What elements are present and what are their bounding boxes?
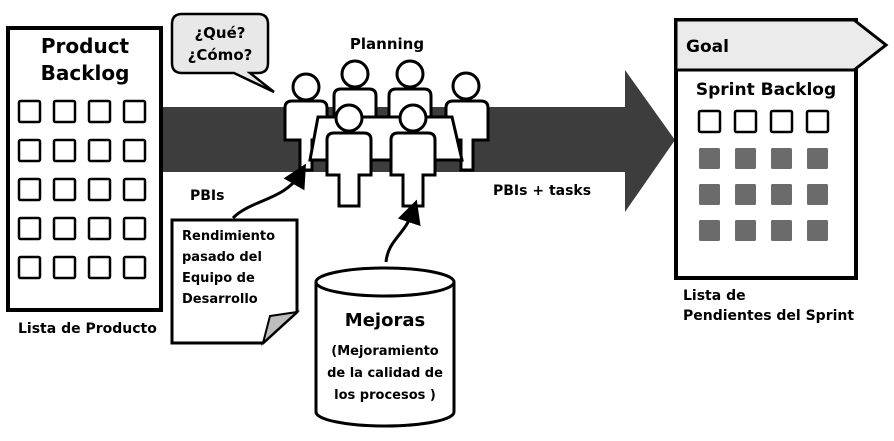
sprint-backlog-title: Sprint Backlog (696, 80, 836, 100)
sprint-task-item (699, 148, 720, 169)
sprint-backlog-items (697, 109, 830, 241)
product-backlog-item (17, 216, 42, 241)
planning-team (283, 59, 490, 208)
note-line1: Rendimiento (182, 229, 275, 244)
sprint-backlog: Goal Sprint Backlog Lista de Pendientes … (674, 18, 889, 324)
product-backlog-item (52, 255, 77, 280)
product-backlog-item (52, 177, 77, 202)
database-title: Mejoras (345, 310, 425, 331)
speech-bubble: ¿Qué? ¿Cómo? (170, 12, 275, 94)
sprint-task-item (807, 184, 828, 205)
goal-banner (674, 18, 889, 72)
database-line3: los procesos ) (334, 388, 436, 403)
product-backlog-item (17, 138, 42, 163)
product-backlog-item (52, 216, 77, 241)
improvements-database: Mejoras (Mejoramiento de la calidad de l… (314, 266, 456, 428)
product-backlog-title-line2: Backlog (41, 61, 130, 85)
person-icon (389, 103, 437, 208)
note-fold (261, 310, 301, 347)
sprint-backlog-item (805, 109, 830, 134)
product-backlog-item (122, 99, 147, 124)
product-backlog-item (87, 255, 112, 280)
product-backlog-item (17, 255, 42, 280)
sprint-task-item (771, 148, 792, 169)
product-backlog: Product Backlog Lista de Producto (6, 26, 163, 337)
planning-label: Planning (350, 35, 424, 53)
arrow-label-pbis-tasks: PBIs + tasks (493, 183, 591, 199)
product-backlog-item (122, 255, 147, 280)
product-backlog-item (87, 138, 112, 163)
product-backlog-item (87, 177, 112, 202)
past-performance-note: Rendimiento pasado del Equipo de Desarro… (170, 218, 301, 347)
goal-label: Goal (686, 37, 729, 57)
product-backlog-item (52, 99, 77, 124)
sprint-backlog-item (733, 109, 758, 134)
sprint-task-item (807, 220, 828, 241)
database-line1: (Mejoramiento (331, 344, 439, 359)
person-icon (325, 103, 373, 208)
database-body (314, 282, 456, 428)
speech-bubble-shape (170, 12, 275, 94)
database-to-planning-arrow (384, 199, 421, 263)
product-backlog-item (17, 177, 42, 202)
speech-bubble-line1: ¿Qué? (194, 24, 245, 42)
note-line2: pasado del (182, 250, 262, 265)
product-backlog-item (122, 216, 147, 241)
product-backlog-title-line1: Product (41, 34, 130, 58)
sprint-caption-line1: Lista de (683, 288, 746, 304)
sprint-caption-line2: Pendientes del Sprint (683, 308, 854, 324)
speech-bubble-line2: ¿Cómo? (188, 46, 253, 64)
note-line4: Desarrollo (182, 292, 258, 307)
product-backlog-caption: Lista de Producto (18, 321, 157, 337)
product-backlog-item (122, 177, 147, 202)
sprint-task-item (771, 184, 792, 205)
product-backlog-items (17, 99, 147, 280)
sprint-task-item (699, 184, 720, 205)
sprint-backlog-item (769, 109, 794, 134)
person-icon (444, 71, 490, 172)
sprint-task-item (735, 184, 756, 205)
database-top (314, 266, 456, 298)
note-to-planning-arrow (231, 163, 307, 220)
sprint-task-item (735, 148, 756, 169)
product-backlog-item (87, 99, 112, 124)
database-line2: de la calidad de (327, 366, 443, 381)
sprint-task-item (771, 220, 792, 241)
product-backlog-item (17, 99, 42, 124)
note-line3: Equipo de (182, 271, 255, 286)
arrow-label-pbis: PBIs (190, 188, 224, 204)
product-backlog-item (52, 138, 77, 163)
product-backlog-item (122, 138, 147, 163)
sprint-task-item (735, 220, 756, 241)
sprint-backlog-item (697, 109, 722, 134)
sprint-task-item (699, 220, 720, 241)
product-backlog-item (87, 216, 112, 241)
sprint-task-item (807, 148, 828, 169)
